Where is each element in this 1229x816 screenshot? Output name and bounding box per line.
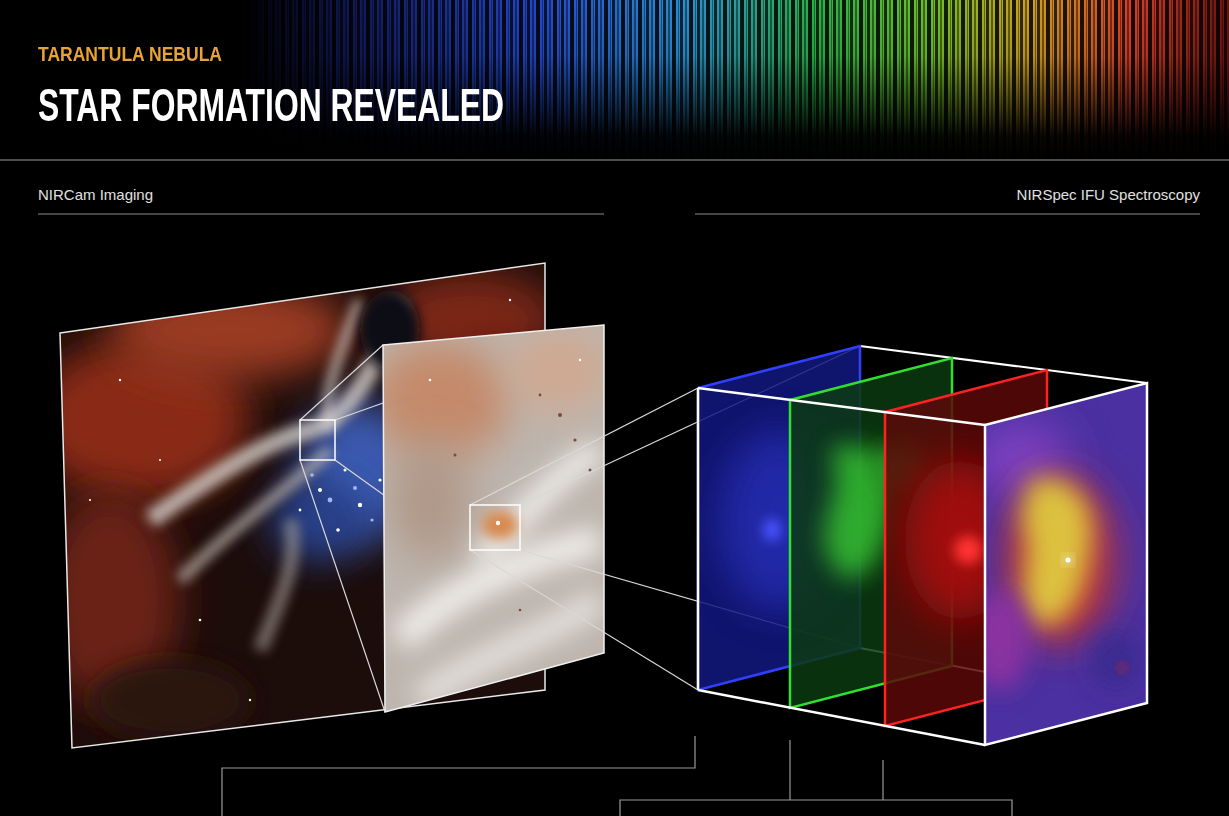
zoomed-image — [370, 320, 610, 720]
section-rule — [695, 214, 1200, 215]
leader-lines — [222, 736, 1012, 816]
page-title: STAR FORMATION REVEALED — [38, 78, 504, 133]
header-rule — [0, 159, 1229, 161]
section-heading: NIRSpec IFU Spectroscopy — [1017, 186, 1200, 204]
section-rule — [38, 214, 604, 215]
section-heading: NIRCam Imaging — [38, 186, 153, 204]
zoom-box — [300, 420, 335, 460]
zoom-box — [470, 505, 520, 550]
data-cube — [698, 346, 1147, 745]
subject-label: TARANTULA NEBULA — [38, 42, 222, 66]
